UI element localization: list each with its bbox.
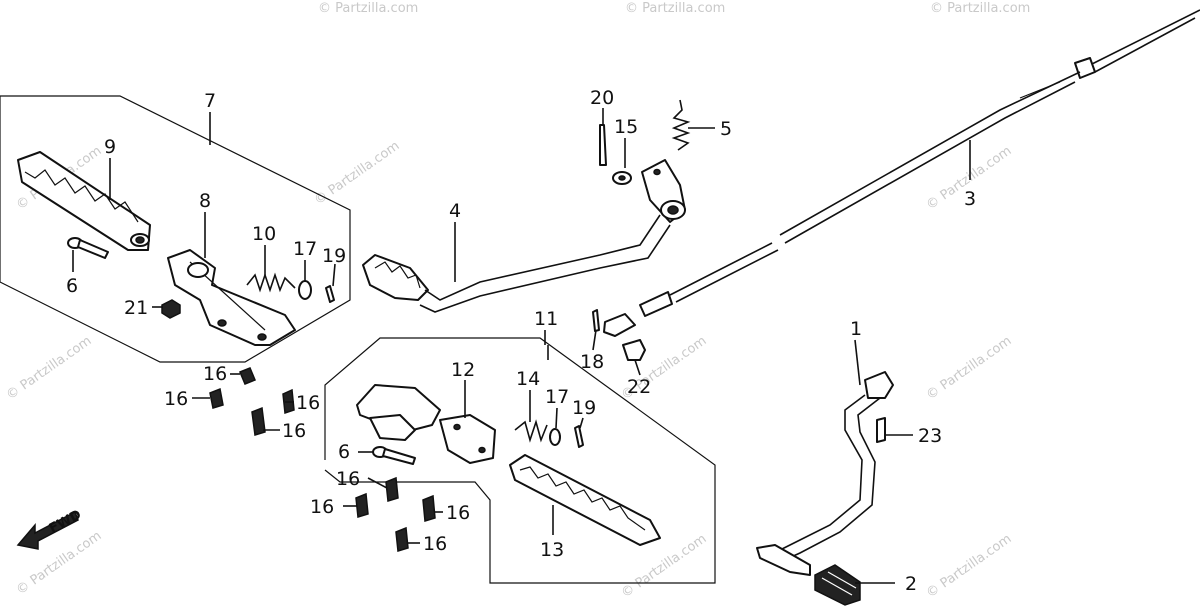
- part-6-pin-right: [372, 446, 416, 465]
- part-8-bracket: [167, 249, 296, 346]
- callout-20: 20: [590, 87, 614, 109]
- part-15-washer-hole: [618, 175, 626, 181]
- callout-16: 16: [446, 502, 470, 524]
- watermark: © Partzilla.com: [318, 1, 418, 16]
- callout-18: 18: [580, 351, 604, 373]
- part-13-footpeg: [509, 454, 661, 546]
- callout-22: 22: [627, 376, 651, 398]
- part-22-clevis-pin: [622, 339, 646, 361]
- watermarks: © Partzilla.com © Partzilla.com © Partzi…: [4, 1, 1031, 601]
- callout-1: 1: [850, 318, 862, 340]
- callout-19: 19: [572, 397, 596, 419]
- callout-11: 11: [534, 308, 558, 330]
- callout-19: 19: [322, 245, 346, 267]
- part-1-brake-pedal: [756, 371, 894, 576]
- bolts-16: [209, 367, 436, 552]
- callout-16: 16: [164, 388, 188, 410]
- callout-10: 10: [252, 223, 276, 245]
- callout-8: 8: [199, 190, 211, 212]
- leader-lines: [72, 108, 971, 584]
- part-5-spring: [671, 99, 691, 151]
- group-11-outline: [324, 337, 716, 584]
- part-4-rod: [362, 159, 686, 313]
- callout-16: 16: [310, 496, 334, 518]
- part-18-pin: [592, 309, 600, 332]
- fwd-label: FWD: [47, 507, 84, 536]
- callout-6: 6: [338, 441, 350, 463]
- watermark: © Partzilla.com: [924, 531, 1015, 601]
- watermark: © Partzilla.com: [924, 333, 1015, 403]
- callout-16: 16: [282, 420, 306, 442]
- callout-12: 12: [451, 359, 475, 381]
- callout-5: 5: [720, 118, 732, 140]
- part-17-washer-left: [298, 280, 312, 300]
- callout-13: 13: [540, 539, 564, 561]
- watermark: © Partzilla.com: [930, 1, 1030, 16]
- part-12-bracket: [356, 384, 496, 464]
- part-23-bolt: [876, 417, 886, 443]
- part-17-washer-right: [549, 428, 561, 446]
- part-2-pedal-rubber: [814, 564, 861, 606]
- callout-labels: 7 9 8 10 17 19 6 21 16 16 16 16 4 20 15 …: [66, 87, 976, 595]
- callout-4: 4: [449, 200, 461, 222]
- part-20-pin: [599, 124, 607, 166]
- callout-16: 16: [336, 468, 360, 490]
- callout-17: 17: [545, 386, 569, 408]
- part-10-spring: [246, 272, 296, 293]
- part-9-footpeg: [17, 151, 151, 251]
- callout-16: 16: [423, 533, 447, 555]
- callout-15: 15: [614, 116, 638, 138]
- callout-7: 7: [204, 90, 216, 112]
- callout-23: 23: [918, 425, 942, 447]
- part-6-pin-left: [67, 237, 109, 259]
- part-19-cotter-pin-right: [574, 425, 584, 448]
- callout-17: 17: [293, 238, 317, 260]
- part-21-nut: [161, 299, 181, 319]
- callout-16: 16: [203, 363, 227, 385]
- group-7-outline: [0, 95, 351, 363]
- part-14-spring: [514, 419, 548, 443]
- watermark: © Partzilla.com: [4, 333, 95, 403]
- part-3-cable: [603, 9, 1200, 337]
- callout-6: 6: [66, 275, 78, 297]
- callout-16: 16: [296, 392, 320, 414]
- part-19-cotter-pin-left: [325, 285, 335, 303]
- callout-2: 2: [905, 573, 917, 595]
- watermark: © Partzilla.com: [625, 1, 725, 16]
- callout-9: 9: [104, 136, 116, 158]
- callout-21: 21: [124, 297, 148, 319]
- callout-3: 3: [964, 188, 976, 210]
- callout-14: 14: [516, 368, 540, 390]
